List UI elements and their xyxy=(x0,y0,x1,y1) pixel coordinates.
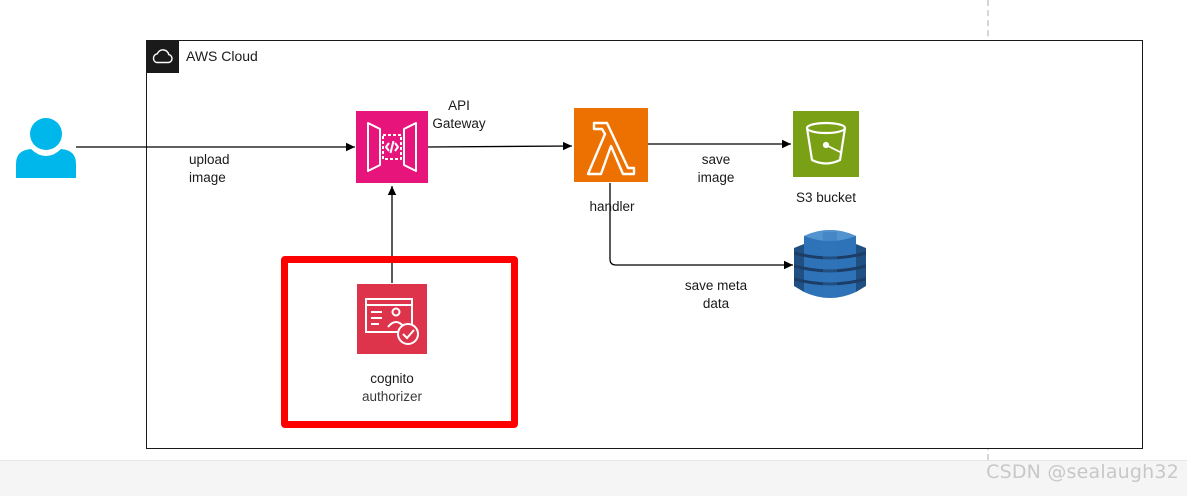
user-icon xyxy=(16,116,76,178)
edge-api-gateway-to-lambda xyxy=(427,141,573,151)
cognito-label-line1: cognito xyxy=(370,371,414,386)
edge-label-save-image: save image xyxy=(688,151,744,187)
edge-label-save-image-line2: image xyxy=(697,170,735,185)
edge-label-upload: upload image xyxy=(189,151,230,187)
dynamodb-icon xyxy=(793,228,867,300)
api-gateway-label-line2: Gateway xyxy=(432,116,486,131)
s3-bucket-label: S3 bucket xyxy=(795,190,857,205)
edge-label-save-meta-line2: data xyxy=(702,296,730,311)
edge-label-save-meta: save meta data xyxy=(672,277,760,313)
cognito-label: cognito authorizer xyxy=(346,370,438,406)
lambda-icon xyxy=(574,108,648,182)
lambda-label: handler xyxy=(589,199,635,214)
edge-label-upload-line2: image xyxy=(189,170,226,185)
watermark: CSDN @sealaugh32 xyxy=(986,461,1179,483)
footer-band xyxy=(0,460,1187,496)
aws-cloud-title: AWS Cloud xyxy=(186,48,258,64)
s3-bucket-icon xyxy=(793,111,859,177)
edge-label-save-image-line1: save xyxy=(701,152,731,167)
api-gateway-label: API Gateway xyxy=(430,97,488,133)
edge-lambda-to-dynamodb xyxy=(609,183,793,270)
cognito-icon xyxy=(357,284,427,354)
cognito-highlight-box xyxy=(281,256,518,428)
edge-label-upload-line1: upload xyxy=(189,152,230,167)
cognito-label-line2: authorizer xyxy=(361,389,423,404)
cloud-icon xyxy=(146,40,179,73)
edge-label-save-meta-line1: save meta xyxy=(684,278,748,293)
api-gateway-icon xyxy=(356,111,428,183)
api-gateway-label-line1: API xyxy=(448,98,470,113)
